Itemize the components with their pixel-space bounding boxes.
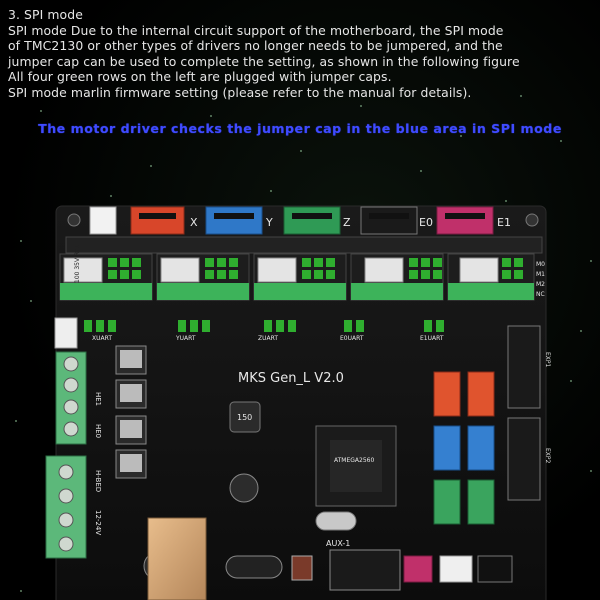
background-star: [20, 240, 22, 242]
exp-label: EXP2: [544, 448, 551, 464]
uart-label: E1UART: [420, 335, 444, 342]
caption: The motor driver checks the jumper cap i…: [38, 121, 562, 136]
green-connector: [283, 206, 341, 235]
background-star: [420, 170, 422, 172]
driver-slots: 100 35V RY1: [59, 245, 545, 301]
description-line: jumper cap can be used to complete the s…: [8, 53, 520, 69]
background-star: [20, 590, 22, 592]
board-name: MKS Gen_L V2.0: [238, 371, 344, 386]
exp-label: EXP1: [544, 352, 551, 368]
aux-label: AUX-1: [326, 539, 350, 548]
background-star: [210, 115, 212, 117]
background-star: [460, 135, 462, 137]
right-connectors: [433, 371, 495, 525]
black-connector: [360, 206, 418, 235]
background-star: [270, 190, 272, 192]
top-connectors: X Y Z E0 E1: [89, 206, 511, 235]
axis-label: Z: [343, 216, 351, 229]
usb-connector: [147, 517, 207, 600]
driver-slot: [156, 253, 250, 301]
power-terminals: [45, 351, 87, 559]
exp-headers: [507, 325, 541, 501]
uart-label: ZUART: [258, 335, 278, 342]
white-bottom-connector: [439, 555, 473, 583]
heater-label: HE0: [94, 424, 102, 438]
uart-label: E0UART: [340, 335, 364, 342]
background-star: [110, 195, 112, 197]
axis-label: E1: [497, 216, 511, 229]
mode-pin-label: NC: [536, 291, 545, 298]
pin-header-row: [65, 236, 543, 254]
mode-pin-label: M0: [536, 261, 545, 268]
heater-label: HE1: [94, 392, 102, 406]
axis-label: X: [190, 216, 198, 229]
description-line: SPI mode marlin firmware setting (please…: [8, 84, 472, 100]
mode-pin-label: M1: [536, 271, 545, 278]
inductor-label: 150: [237, 413, 252, 422]
svg-text:100 35V RY1: 100 35V RY1: [74, 245, 81, 283]
pink-connector: [436, 206, 494, 235]
background-star: [300, 150, 302, 152]
section-heading: 3. SPI mode: [8, 7, 83, 22]
axis-label: E0: [419, 216, 433, 229]
reset-button: [291, 555, 313, 581]
background-star: [580, 330, 582, 332]
driver-slot: [253, 253, 347, 301]
driver-slot: [350, 253, 444, 301]
background-star: [560, 140, 562, 142]
crystal: [315, 511, 357, 531]
mode-pin-label: M2: [536, 281, 545, 288]
description-line: All four green rows on the left are plug…: [8, 69, 392, 85]
aux-connector: [329, 549, 401, 591]
driver-slot: [447, 253, 535, 301]
chip-label: ATMEGA2560: [334, 457, 374, 464]
mount-hole: [67, 213, 81, 227]
fuse: [225, 555, 283, 579]
background-star: [520, 95, 522, 97]
description-line: of TMC2130 or other types of drivers no …: [8, 38, 503, 54]
background-star: [15, 420, 17, 422]
uart-label: XUART: [92, 335, 112, 342]
background-star: [150, 165, 152, 167]
pink-bottom-connector: [403, 555, 433, 583]
background-star: [590, 260, 592, 262]
heater-label: H-BED: [94, 470, 102, 492]
black-bottom-connector: [477, 555, 513, 583]
mount-hole: [525, 213, 539, 227]
description-text: 3. SPI mode SPI mode Due to the internal…: [8, 7, 598, 101]
uart-label: YUART: [175, 335, 196, 342]
fan-connector: [54, 317, 78, 349]
background-star: [360, 105, 362, 107]
background-star: [40, 110, 42, 112]
white-connector: [89, 206, 117, 235]
background-star: [590, 470, 592, 472]
red-connector: [130, 206, 185, 235]
inductor: [229, 401, 261, 433]
background-star: [30, 300, 32, 302]
uart-jumpers: [84, 320, 444, 332]
blue-connector: [205, 206, 263, 235]
mcu-chip: ATMEGA2560: [315, 425, 397, 507]
background-star: [505, 200, 507, 202]
description-line: SPI mode Due to the internal circuit sup…: [8, 22, 504, 38]
driver-slot: 100 35V RY1: [59, 245, 153, 301]
heater-label: 12-24V: [94, 510, 102, 535]
background-star: [570, 380, 572, 382]
axis-label: Y: [265, 216, 273, 229]
